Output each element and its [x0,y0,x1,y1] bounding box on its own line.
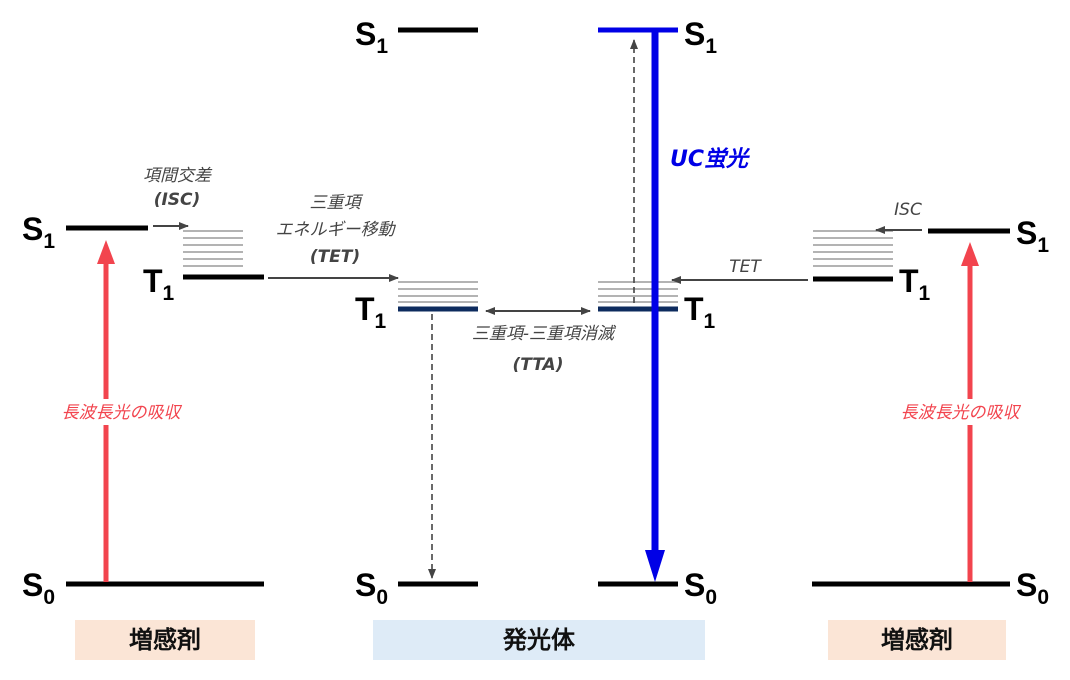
left-tet-label-3: (TET) [310,247,360,267]
left-s0-label: S0 [22,567,55,609]
left-s1-label: S1 [22,211,55,253]
left-tet-label-2: エネルギー移動 [276,220,397,240]
left-absorption-label: 長波長光の吸収 [62,403,183,423]
tta-label-2: (TTA) [513,355,564,375]
tta-label-1: 三重項-三重項消滅 [472,324,617,344]
emitter-box: 発光体 [373,620,705,660]
emitter-left-triplet-sublevels [398,281,478,303]
right-isc-label: ISC [894,200,922,220]
left-t1-label: T1 [143,263,175,305]
emitter-left-s1-label: S1 [355,16,388,58]
emitter-left-s0-label: S0 [355,567,388,609]
left-tet-label-1: 三重項 [310,193,364,213]
uc-fluorescence-arrow [645,32,665,582]
left-triplet-sublevels [183,230,243,267]
sensitizer-left-box: 増感剤 [75,620,255,660]
emitter-right-t1-label: T1 [684,291,716,333]
right-t1-label: T1 [899,263,931,305]
right-s1-label: S1 [1016,215,1049,257]
left-isc-label-1: 項間交差 [143,166,213,186]
right-tet-label: TET [729,257,762,277]
right-triplet-sublevels [813,230,893,267]
emitter-right-triplet-sublevels [598,281,678,303]
right-s0-label: S0 [1016,567,1049,609]
uc-fluorescence-label: UC蛍光 [670,147,751,172]
emitter-right-s0-label: S0 [684,567,717,609]
left-isc-label-2: (ISC) [154,190,201,210]
emitter-left-t1-label: T1 [355,291,387,333]
sensitizer-right-box: 増感剤 [828,620,1006,660]
emitter-right-s1-label: S1 [684,16,717,58]
right-absorption-label: 長波長光の吸収 [901,403,1022,423]
